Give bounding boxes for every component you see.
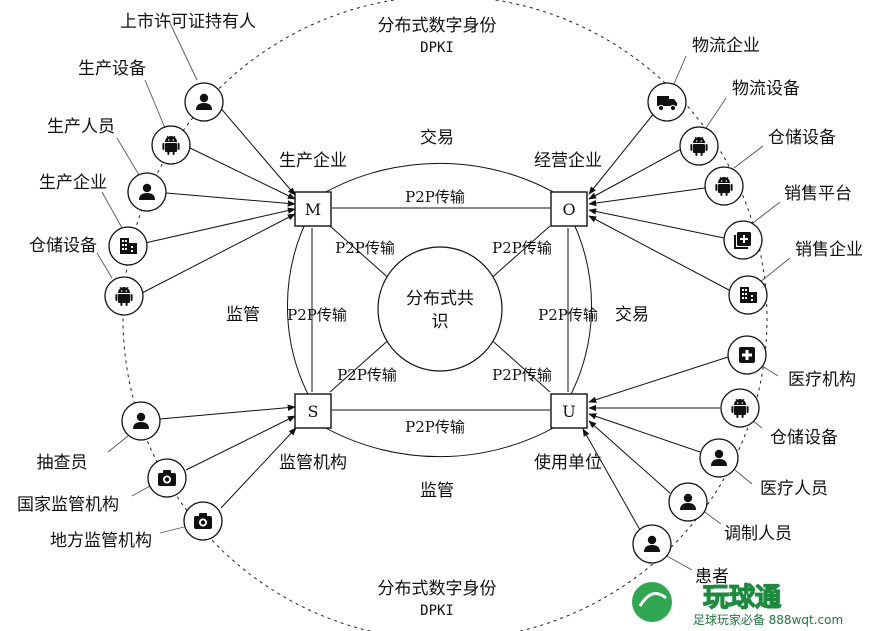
- edge-u-center: [486, 335, 551, 393]
- node-o-letter: O: [562, 200, 575, 219]
- edge-s-center: [329, 335, 394, 393]
- node-s-box: [294, 393, 332, 429]
- node-m-label: 生产企业: [279, 151, 347, 171]
- node-o-label: 经营企业: [534, 151, 602, 171]
- consensus-circle: [377, 246, 503, 372]
- p2p-label-s-center: P2P传输: [337, 366, 397, 384]
- ring-arc-top: [311, 162, 568, 201]
- medical-cross-icon: [739, 347, 755, 363]
- lower-left-label-2: 地方监管机构: [50, 531, 152, 551]
- node-u-box: [550, 393, 588, 429]
- p2p-label-u-center: P2P传输: [492, 366, 552, 384]
- node-s-label: 监管机构: [279, 453, 347, 473]
- ring-arc-left: [287, 209, 313, 403]
- p2p-label-o-center: P2P传输: [492, 239, 552, 257]
- right-label-4: 销售企业: [795, 240, 863, 260]
- lower-right-entities: 医疗机构 仓储设备 医疗人员 调制人员 患者: [582, 335, 856, 587]
- lower-left-entities: 抽查员 国家监管机构 地方监管机构: [17, 401, 297, 551]
- p2p-label-bottom: P2P传输: [405, 418, 465, 436]
- p2p-label-left: P2P传输: [287, 306, 347, 324]
- dpki-outer-ring: [122, 0, 768, 631]
- lower-right-label-1: 仓储设备: [770, 428, 838, 448]
- ring-arc-bottom: [311, 419, 568, 458]
- consensus-label-1: 分布式共: [406, 289, 474, 309]
- consensus-label-2: 识: [432, 312, 449, 332]
- lower-right-label-4: 患者: [695, 567, 729, 587]
- watermark: 玩球通 足球玩家必备 888wqt.com: [632, 582, 843, 627]
- right-label-3: 销售平台: [784, 184, 852, 204]
- lower-right-label-3: 调制人员: [724, 524, 792, 544]
- watermark-logo-mark: [632, 582, 672, 622]
- dpki-sub-top: DPKI: [420, 40, 454, 56]
- watermark-logo-text: 玩球通: [703, 583, 781, 613]
- lower-left-label-0: 抽查员: [37, 453, 88, 473]
- ring-arc-right: [566, 209, 592, 403]
- node-u-label: 使用单位: [534, 452, 602, 473]
- left-label-4: 仓储设备: [29, 236, 97, 256]
- upper-right-entities: 物流企业 物流设备 仓储设备 销售平台 销售企业: [588, 36, 863, 315]
- p2p-label-m-center: P2P传输: [335, 239, 395, 257]
- right-label-1: 物流设备: [732, 79, 800, 99]
- lower-left-label-1: 国家监管机构: [17, 495, 119, 515]
- left-label-3: 生产企业: [39, 173, 107, 193]
- ring-label-left: 监管: [226, 305, 260, 325]
- lower-right-label-0: 医疗机构: [788, 370, 856, 390]
- upper-left-entities: 上市许可证持有人 生产设备 生产人员 生产企业 仓储设备: [29, 12, 296, 316]
- node-m-box: [294, 191, 332, 227]
- left-label-0: 上市许可证持有人: [120, 12, 256, 32]
- right-label-2: 仓储设备: [768, 128, 836, 148]
- dpki-title-bottom: 分布式数字身份: [378, 579, 497, 599]
- dpki-sub-bottom: DPKI: [420, 603, 454, 619]
- node-s-letter: S: [308, 402, 319, 421]
- node-u-letter: U: [562, 402, 575, 421]
- edge-o-center: [486, 225, 551, 283]
- ring-label-top: 交易: [420, 128, 454, 148]
- dpki-title-top: 分布式数字身份: [378, 16, 497, 36]
- lower-right-label-2: 医疗人员: [760, 479, 828, 499]
- node-m-letter: M: [305, 200, 321, 219]
- left-label-1: 生产设备: [78, 59, 146, 79]
- edge-m-center: [329, 225, 394, 283]
- watermark-sub-text: 足球玩家必备 888wqt.com: [693, 612, 843, 627]
- right-label-0: 物流企业: [692, 36, 760, 56]
- p2p-label-top: P2P传输: [405, 188, 465, 206]
- ring-label-bottom: 监管: [420, 481, 454, 501]
- node-o-box: [550, 191, 588, 227]
- p2p-label-right: P2P传输: [538, 306, 598, 324]
- left-label-2: 生产人员: [47, 117, 115, 137]
- ring-label-right: 交易: [615, 305, 649, 325]
